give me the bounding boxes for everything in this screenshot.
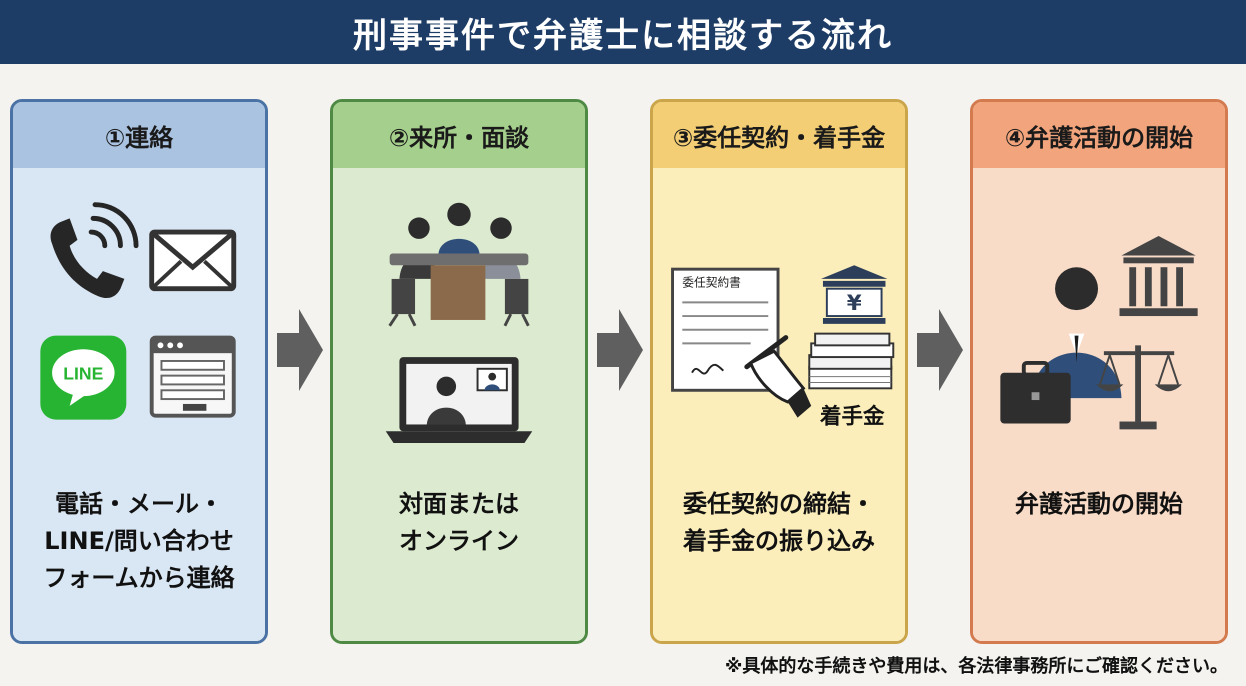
bank-icon: ¥ [821, 265, 888, 324]
mail-icon [149, 229, 237, 292]
line-app-label: LINE [63, 364, 103, 384]
step-desc-contract: 委任契約の締結・ 着手金の振り込み [653, 486, 905, 560]
flow-arrow [597, 309, 643, 391]
step-desc-line: LINE/問い合わせ [44, 527, 234, 555]
step-desc-defense: 弁護活動の開始 [973, 486, 1225, 523]
step-heading-consultation: ②来所・面談 [333, 102, 585, 168]
step-body-contract: 委任契約書 ¥ 着手金 [653, 168, 905, 641]
step-desc-line: オンライン [399, 527, 519, 555]
step-card-contract: ③委任契約・着手金 委任契約書 ¥ [650, 99, 908, 644]
phone-icon [50, 202, 139, 299]
page-title: 刑事事件で弁護士に相談する流れ [353, 15, 893, 56]
step-heading-defense: ④弁護活動の開始 [973, 102, 1225, 168]
money-stack-icon [808, 332, 895, 390]
flow-arrow [277, 309, 323, 391]
step-desc-line: 弁護活動の開始 [1015, 490, 1183, 518]
bank-yen-symbol: ¥ [847, 291, 862, 316]
step-desc-line: 着手金の振り込み [683, 527, 875, 555]
contract-document-icon: 委任契約書 [671, 267, 780, 392]
title-bar: 刑事事件で弁護士に相談する流れ [0, 0, 1246, 64]
step-desc-contact: 電話・メール・ LINE/問い合わせ フォームから連絡 [13, 486, 265, 597]
footnote: ※具体的な手続きや費用は、各法律事務所にご確認ください。 [724, 656, 1228, 677]
flow-arrow [917, 309, 963, 391]
meeting-icon [388, 202, 530, 327]
step-card-contact: ①連絡 LINE [10, 99, 268, 644]
courthouse-icon [1119, 235, 1198, 317]
retainer-fee-label: 着手金 [819, 403, 885, 429]
briefcase-icon [1000, 360, 1071, 424]
step-desc-line: フォームから連絡 [43, 564, 235, 592]
web-form-icon [149, 335, 236, 418]
contact-icons: LINE [40, 202, 237, 420]
step-desc-line: 委任契約の締結・ [683, 490, 875, 518]
step-body-consultation: 対面または オンライン [333, 168, 585, 641]
step-body-defense: 弁護活動の開始 [973, 168, 1225, 641]
step-card-consultation: ②来所・面談 [330, 99, 588, 644]
step-card-defense: ④弁護活動の開始 [970, 99, 1228, 644]
step-body-contact: LINE 電話・メール・ LINE/問い合わせ フォームから連絡 [13, 168, 265, 641]
line-app-icon: LINE [40, 335, 127, 420]
online-meeting-icon [385, 357, 533, 444]
scales-of-justice-icon [1096, 345, 1183, 430]
contract-document-label: 委任契約書 [682, 276, 741, 290]
consultation-icons [385, 202, 533, 444]
step-heading-contact: ①連絡 [13, 102, 265, 168]
contract-icons: 委任契約書 ¥ 着手金 [671, 265, 895, 429]
defense-icons [1000, 235, 1198, 430]
step-desc-line: 対面または [399, 490, 519, 518]
step-desc-line: 電話・メール・ [55, 490, 223, 518]
step-desc-consultation: 対面または オンライン [333, 486, 585, 560]
signing-hand-icon [744, 335, 812, 418]
step-heading-contract: ③委任契約・着手金 [653, 102, 905, 168]
